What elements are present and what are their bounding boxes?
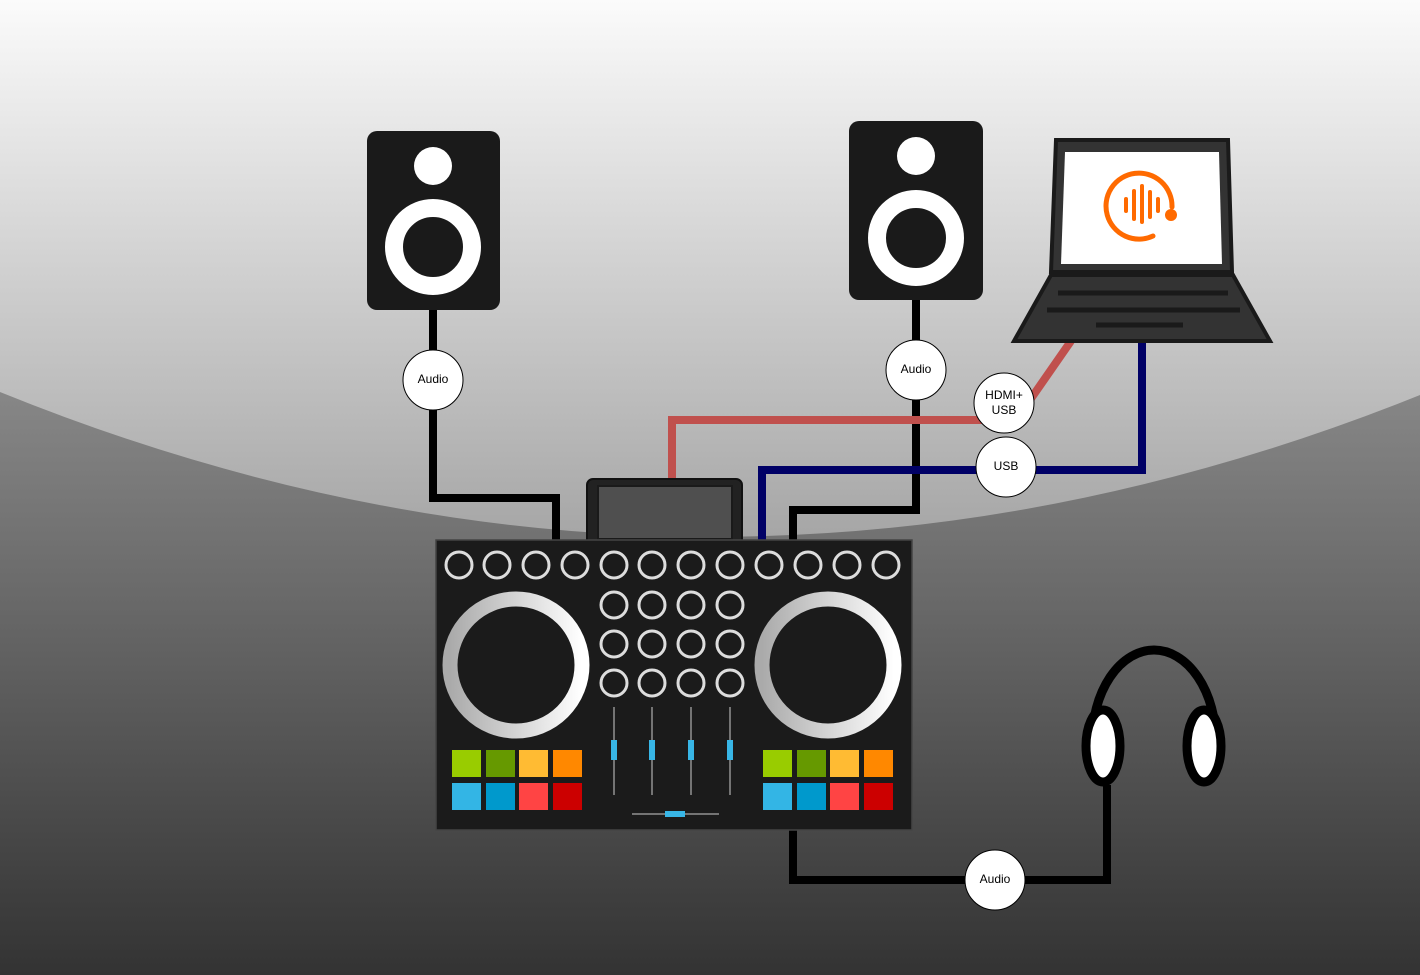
fader-handle[interactable]	[688, 740, 694, 760]
knob[interactable]	[715, 590, 745, 620]
knob[interactable]	[676, 629, 706, 659]
knob[interactable]	[832, 550, 862, 580]
pad[interactable]	[830, 783, 859, 810]
knob[interactable]	[560, 550, 590, 580]
usb-cable	[758, 341, 1146, 541]
jog-wheel-left[interactable]	[442, 591, 590, 739]
background-arc	[0, 0, 1420, 537]
fader-handle[interactable]	[611, 740, 617, 760]
pad[interactable]	[519, 783, 548, 810]
audio-label: Audio	[901, 362, 932, 376]
knob[interactable]	[715, 629, 745, 659]
dj-controller-icon	[435, 478, 913, 831]
pad[interactable]	[519, 750, 548, 777]
pad[interactable]	[553, 750, 582, 777]
usb-label: USB	[994, 459, 1019, 473]
label-audio-right: Audio	[885, 339, 947, 401]
knob[interactable]	[599, 550, 629, 580]
fader-handle[interactable]	[649, 740, 655, 760]
knob[interactable]	[482, 550, 512, 580]
pad[interactable]	[830, 750, 859, 777]
knob[interactable]	[715, 668, 745, 698]
knob[interactable]	[676, 590, 706, 620]
audio-label: Audio	[980, 872, 1011, 886]
knob[interactable]	[637, 629, 667, 659]
label-audio-left: Audio	[402, 349, 464, 411]
fader-handle[interactable]	[727, 740, 733, 760]
crossfader[interactable]	[665, 811, 685, 817]
speaker-icon	[367, 131, 500, 310]
knob[interactable]	[637, 668, 667, 698]
tablet-screen	[597, 485, 733, 540]
hdmi-usb-cable	[668, 338, 1075, 480]
pad[interactable]	[486, 783, 515, 810]
knob[interactable]	[676, 550, 706, 580]
knob[interactable]	[444, 550, 474, 580]
knob[interactable]	[599, 668, 629, 698]
knob[interactable]	[637, 590, 667, 620]
jog-wheel-right[interactable]	[754, 591, 902, 739]
label-usb: USB	[975, 436, 1037, 498]
knob[interactable]	[599, 590, 629, 620]
pad[interactable]	[452, 750, 481, 777]
label-audio-headphones: Audio	[964, 849, 1026, 911]
audio-wave-logo-icon	[1103, 170, 1177, 242]
pad[interactable]	[763, 783, 792, 810]
headphones-icon	[1081, 645, 1226, 787]
knob[interactable]	[871, 550, 901, 580]
knob[interactable]	[637, 550, 667, 580]
usb-label: USB	[992, 403, 1017, 417]
audio-cable-right-speaker	[789, 300, 920, 541]
knob[interactable]	[793, 550, 823, 580]
audio-label: Audio	[418, 372, 449, 386]
pad[interactable]	[763, 750, 792, 777]
pad[interactable]	[452, 783, 481, 810]
audio-cable-headphones	[789, 785, 1111, 884]
speaker-icon	[849, 121, 983, 300]
cables	[429, 300, 1146, 884]
pad[interactable]	[797, 750, 826, 777]
knob[interactable]	[676, 668, 706, 698]
laptop-icon	[1010, 138, 1274, 343]
hdmi-label: HDMI+	[985, 388, 1023, 402]
label-hdmi-usb: HDMI+ USB	[973, 372, 1035, 434]
pad[interactable]	[797, 783, 826, 810]
pad[interactable]	[486, 750, 515, 777]
pad[interactable]	[553, 783, 582, 810]
pad[interactable]	[864, 750, 893, 777]
pad[interactable]	[864, 783, 893, 810]
knob[interactable]	[521, 550, 551, 580]
knob[interactable]	[599, 629, 629, 659]
knob[interactable]	[715, 550, 745, 580]
knob[interactable]	[754, 550, 784, 580]
